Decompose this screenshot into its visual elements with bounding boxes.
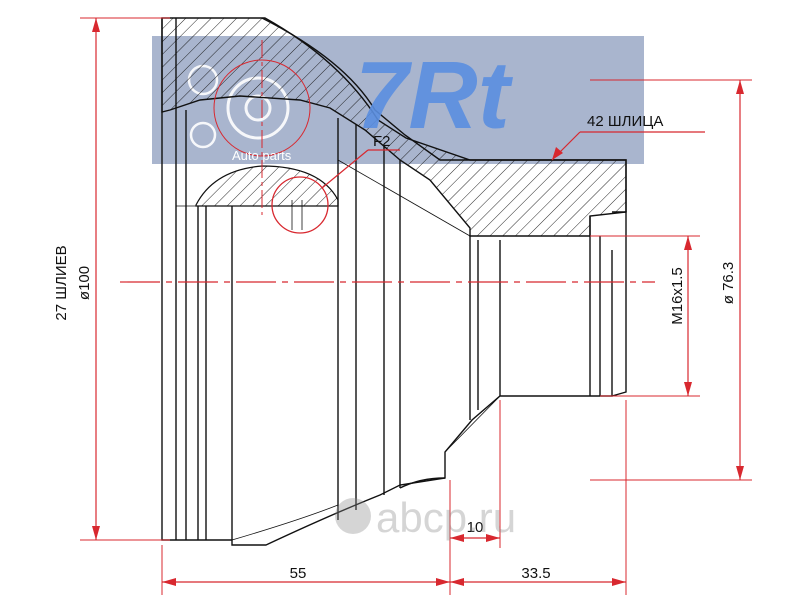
watermark-text: 7Rt Auto parts abcp.ru bbox=[232, 42, 516, 541]
watermark-site: abcp.ru bbox=[376, 494, 516, 541]
splines-inner-label: 42 ШЛИЦА bbox=[587, 113, 663, 130]
thread-label: M16x1.5 bbox=[669, 267, 686, 325]
detail-circle bbox=[271, 176, 329, 234]
dim-diameter-outer: ø100 27 ШЛИЕВ bbox=[53, 17, 170, 541]
dim-lengths: 55 33.5 10 bbox=[161, 400, 627, 595]
detail-f2: F2 bbox=[271, 133, 400, 234]
watermark-logo: 7Rt bbox=[355, 42, 514, 149]
diameter-flange-label: ø 76.3 bbox=[720, 262, 737, 305]
length-body-label: 55 bbox=[290, 565, 307, 582]
length-step-label: 10 bbox=[467, 519, 484, 536]
ball-circle bbox=[213, 59, 311, 157]
site-watermark: abcp.ru bbox=[335, 494, 516, 541]
leader-splines-inner: 42 ШЛИЦА bbox=[551, 113, 705, 161]
detail-label: F2 bbox=[373, 133, 391, 150]
dim-diameter-flange: ø 76.3 bbox=[590, 79, 752, 481]
dim-thread: M16x1.5 bbox=[590, 235, 700, 397]
diameter-outer-label: ø100 bbox=[76, 266, 93, 300]
length-stub-label: 33.5 bbox=[521, 565, 550, 582]
part-outline bbox=[161, 17, 627, 546]
splines-outer-label: 27 ШЛИЕВ bbox=[53, 245, 70, 320]
section-cut bbox=[161, 17, 627, 237]
watermark-tagline: Auto parts bbox=[232, 148, 292, 163]
